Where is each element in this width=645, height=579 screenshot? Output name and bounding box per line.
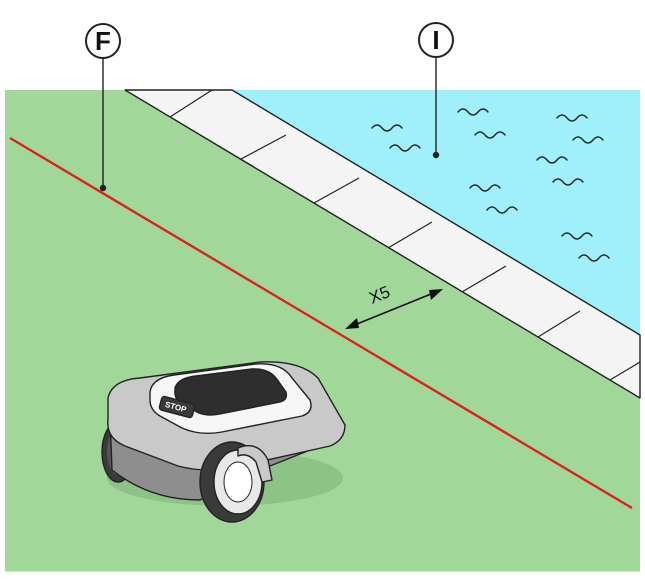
robotic-mower: STOP [101,361,346,523]
paving-strip [124,89,641,399]
front-wheel [199,441,265,523]
callout-f: F [85,23,121,192]
callout-i-label: I [432,25,439,55]
water-waves [371,108,610,262]
boundary-wire [9,136,633,510]
callout-f-label: F [95,26,111,56]
paving-joints [169,89,641,381]
dimension-arrow [345,289,443,329]
stop-button [158,395,196,419]
callout-i: I [418,22,454,159]
